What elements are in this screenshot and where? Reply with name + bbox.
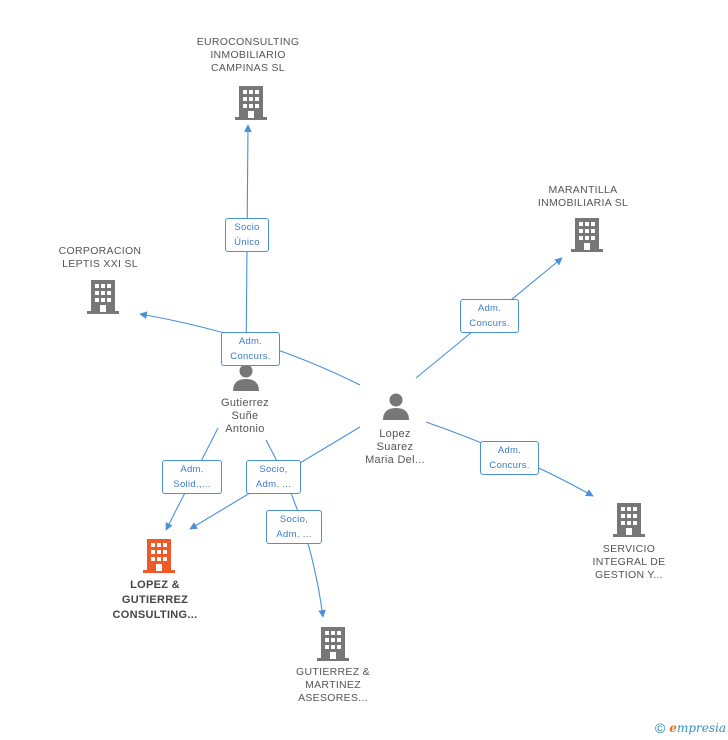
node-label-euroconsulting[interactable]: EUROCONSULTING INMOBILIARIO CAMPINAS SL bbox=[196, 36, 300, 74]
edge-label-socio-adm-1[interactable]: Socio, Adm. ... bbox=[246, 460, 301, 494]
node-label-corporacion[interactable]: CORPORACION LEPTIS XXI SL bbox=[58, 245, 142, 270]
building-icon[interactable] bbox=[87, 280, 119, 314]
copyright-icon: © bbox=[654, 720, 666, 736]
person-icon[interactable] bbox=[232, 363, 260, 391]
edge-label-adm-solid[interactable]: Adm. Solid.,... bbox=[162, 460, 222, 494]
person-icon[interactable] bbox=[382, 392, 410, 420]
copyright-footer: © empresia bbox=[655, 720, 726, 736]
node-label-marantilla[interactable]: MARANTILLA INMOBILIARIA SL bbox=[537, 184, 629, 209]
node-label-servicio[interactable]: SERVICIO INTEGRAL DE GESTION Y... bbox=[592, 543, 666, 581]
edge-label-adm-concurs-servicio[interactable]: Adm. Concurs. bbox=[480, 441, 539, 475]
brand-logo[interactable]: empresia bbox=[669, 721, 726, 735]
building-icon[interactable] bbox=[571, 218, 603, 252]
building-icon-highlight[interactable] bbox=[143, 539, 175, 573]
node-label-lopez-person[interactable]: Lopez Suarez Maria Del... bbox=[365, 428, 425, 466]
node-label-gutierrez-person[interactable]: Gutierrez Suñe Antonio bbox=[221, 397, 269, 435]
node-label-lopez-gutierrez[interactable]: LOPEZ & GUTIERREZ CONSULTING... bbox=[112, 579, 198, 621]
building-icon[interactable] bbox=[317, 627, 349, 661]
edge-label-socio-unico[interactable]: Socio Único bbox=[225, 218, 269, 252]
building-icon[interactable] bbox=[613, 503, 645, 537]
node-label-gutierrez-martinez[interactable]: GUTIERREZ & MARTINEZ ASESORES... bbox=[296, 666, 370, 704]
edge-label-adm-concurs-corporacion[interactable]: Adm. Concurs. bbox=[221, 332, 280, 366]
edge-label-socio-adm-2[interactable]: Socio, Adm. ... bbox=[266, 510, 322, 544]
edge-label-adm-concurs-marantilla[interactable]: Adm. Concurs. bbox=[460, 299, 519, 333]
building-icon[interactable] bbox=[235, 86, 267, 120]
